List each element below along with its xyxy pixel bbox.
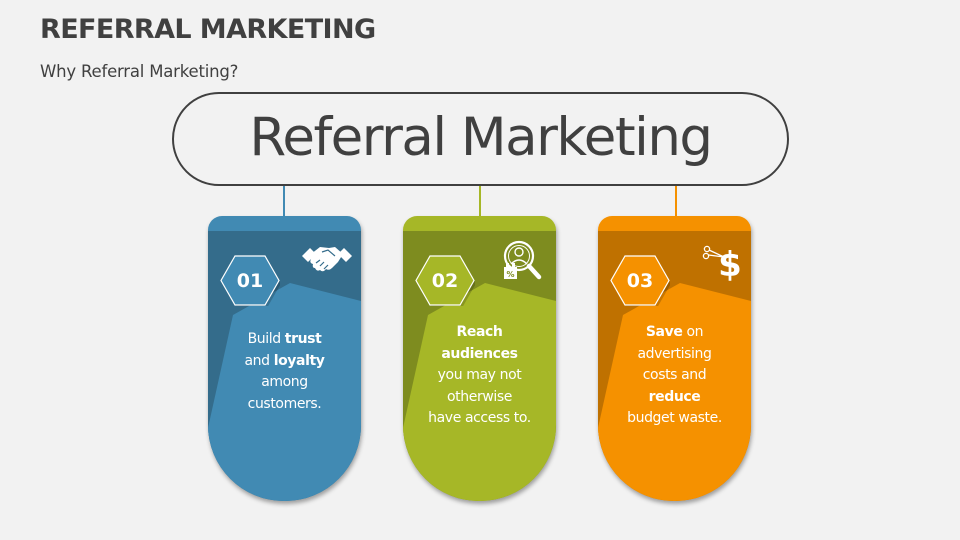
slide-title: REFERRAL MARKETING <box>40 14 376 45</box>
connector-line-2 <box>479 186 481 217</box>
cut-cost-dollar-icon: $ <box>702 245 742 283</box>
description-line: budget waste. <box>627 410 722 426</box>
description-line: Build trust <box>247 331 322 347</box>
audience-search-icon: % <box>503 240 542 280</box>
step-number-hexagon: 01 <box>220 255 280 306</box>
description-line: Save on <box>645 324 704 340</box>
card-3: 03 $ Save on advertising costs and reduce bu… <box>598 216 751 501</box>
hub-pill: Referral Marketing <box>172 92 789 186</box>
description-line: have access to. <box>428 410 531 426</box>
description-line: and loyalty <box>244 352 325 369</box>
connector-line-1 <box>283 186 285 217</box>
description-line: among <box>261 374 308 390</box>
handshake-icon <box>302 247 352 272</box>
slide-subtitle: Why Referral Marketing? <box>40 62 239 81</box>
card-1: 01 Build trust and loyalty among customers. <box>208 216 361 501</box>
card-description: Build trust and loyalty among customers. <box>216 329 353 415</box>
step-number-hexagon: 03 <box>610 255 670 306</box>
step-number: 01 <box>236 269 264 292</box>
card-description: Save on advertising costs and reduce budget … <box>606 322 743 430</box>
svg-text:$: $ <box>718 245 742 283</box>
hub-label: Referral Marketing <box>249 106 713 168</box>
description-line: costs and <box>642 367 707 383</box>
description-line: customers. <box>247 395 322 412</box>
card-description: Reach audiences you may not otherwise have a… <box>411 322 548 430</box>
description-line: audiences <box>441 345 518 362</box>
step-number-hexagon: 02 <box>415 255 475 306</box>
connector-line-3 <box>675 186 677 217</box>
description-line: otherwise <box>447 388 512 405</box>
step-number: 02 <box>431 269 459 292</box>
description-line: reduce <box>648 388 701 405</box>
svg-text:%: % <box>506 270 514 279</box>
description-line: advertising <box>637 345 712 362</box>
description-line: you may not <box>437 367 522 383</box>
step-number: 03 <box>626 269 654 292</box>
card-2: 02 % Reach audiences you may not otherwise h… <box>403 216 556 501</box>
description-line: Reach <box>456 324 503 340</box>
